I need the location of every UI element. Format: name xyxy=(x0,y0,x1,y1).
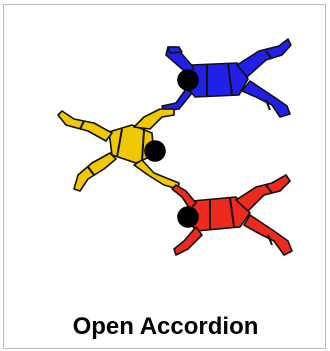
jumper-left-leg-upper xyxy=(57,110,113,142)
jumper-top-leg-lower xyxy=(241,80,291,118)
jumper-bottom-arm-lower xyxy=(173,226,203,256)
jumper-left-leg-lower xyxy=(73,152,117,192)
jumper-top-arm-lower xyxy=(161,88,193,112)
jumper-bottom-arm-upper xyxy=(171,184,197,210)
jumper-left-arm-upper xyxy=(133,108,175,130)
jumper-top xyxy=(161,38,292,118)
jumper-bottom-leg-upper xyxy=(235,174,291,212)
jumper-bottom-head xyxy=(177,206,199,228)
jumper-left-arm-lower xyxy=(133,159,180,190)
jumper-bottom xyxy=(171,174,293,256)
jumper-left xyxy=(57,108,180,192)
formation-card: Open Accordion xyxy=(3,4,326,349)
formation-illustration xyxy=(57,38,293,256)
jumper-top-head xyxy=(177,69,199,91)
formation-title: Open Accordion xyxy=(72,313,259,340)
jumper-left-head xyxy=(144,140,166,162)
jumper-top-leg-upper xyxy=(236,38,292,78)
